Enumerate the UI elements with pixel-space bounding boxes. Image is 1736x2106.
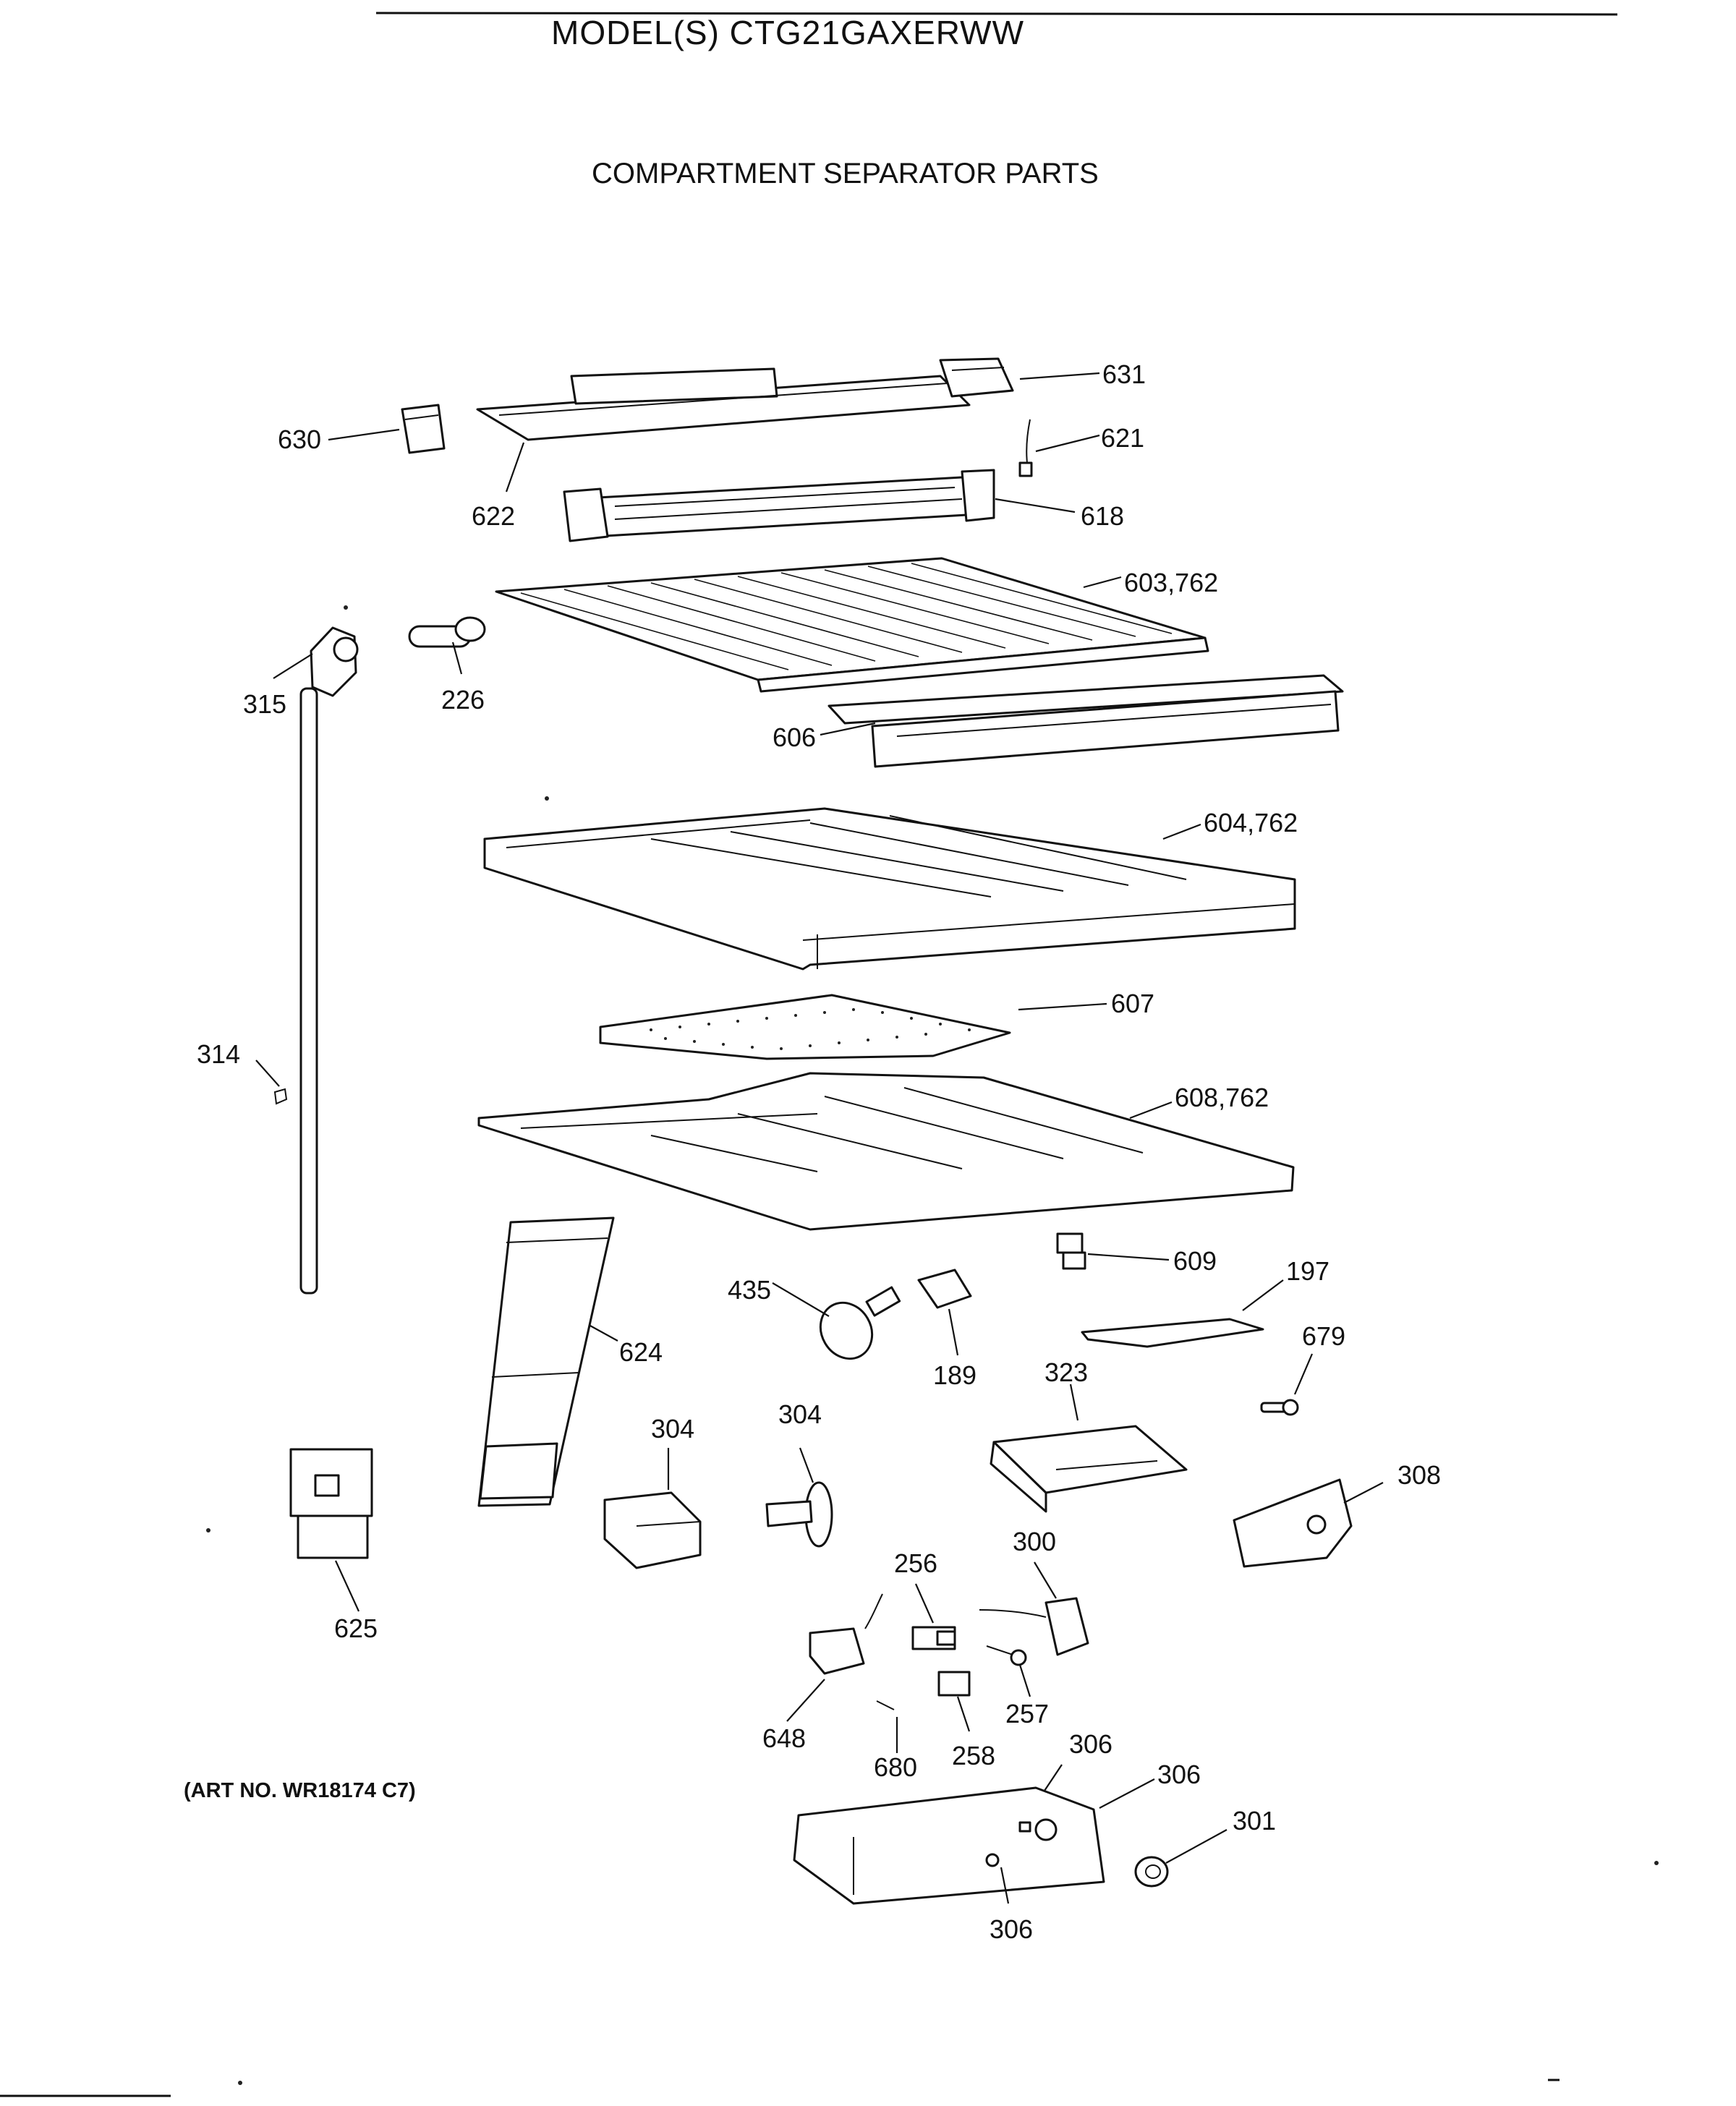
callout-308: 308 [1397,1460,1441,1490]
part-308-plate [1233,1478,1353,1568]
part-630-clip [401,404,446,454]
part-625-switch [289,1448,373,1559]
scan-speck [238,2081,242,2085]
part-304-knob [765,1481,833,1548]
callout-609: 609 [1173,1246,1217,1276]
part-680-screw [876,1700,895,1710]
callout-labels: 631 630 621 622 618 603,762 315 226 606 … [197,359,1441,1944]
part-618-bracket [563,469,995,542]
callout-323: 323 [1044,1357,1088,1387]
callout-603-762: 603,762 [1124,568,1218,597]
callout-306-top: 306 [1069,1729,1112,1759]
scan-speck [206,1528,210,1532]
callout-607: 607 [1111,989,1154,1018]
part-603-shelf [495,557,1209,693]
part-604-panel [483,807,1296,971]
part-258-button [937,1671,971,1697]
callout-301: 301 [1233,1806,1276,1836]
part-197-strip [1081,1318,1264,1348]
callout-258: 258 [952,1741,995,1770]
callout-314: 314 [197,1039,240,1069]
callout-625: 625 [334,1613,378,1643]
part-622-cover [476,367,971,441]
scan-speck [1654,1861,1659,1865]
callout-435: 435 [728,1275,771,1305]
callout-226: 226 [441,685,485,715]
callout-618: 618 [1081,501,1124,531]
callout-630: 630 [278,425,321,454]
part-679-screw [1260,1399,1299,1416]
model-title: MODEL(S) CTG21GAXERWW [551,14,1024,51]
callout-608-762: 608,762 [1175,1083,1269,1112]
callout-257: 257 [1005,1699,1049,1728]
section-title: COMPARTMENT SEPARATOR PARTS [592,158,1099,189]
part-631-block [939,357,1014,398]
callout-624: 624 [619,1337,663,1367]
part-300-thermostat [979,1597,1089,1656]
part-607-mesh [599,994,1011,1060]
part-256-switch [911,1626,956,1650]
scan-speck [545,796,549,801]
callout-304-housing: 304 [651,1414,694,1444]
part-624-bracket [477,1216,615,1507]
part-323-box [990,1425,1188,1513]
callout-604-762: 604,762 [1204,808,1298,837]
callout-680: 680 [874,1752,917,1782]
callout-631: 631 [1102,359,1146,389]
callout-306-bottom: 306 [990,1914,1033,1944]
top-rule [375,12,1618,16]
part-621-wire [1018,419,1033,477]
callout-622: 622 [472,501,515,531]
part-257-screw [986,1645,1027,1666]
part-304-housing [603,1491,702,1569]
part-435-bulb [819,1286,901,1360]
leader-lines [255,372,1384,1904]
callout-189: 189 [933,1360,977,1390]
part-226-pin [408,616,486,648]
callout-679: 679 [1302,1321,1345,1351]
callout-648: 648 [762,1723,806,1753]
part-648-motor [809,1593,883,1675]
part-306-housing [793,1786,1105,1905]
callout-300: 300 [1013,1527,1056,1556]
scan-speck [344,605,348,610]
part-608-tray [477,1072,1295,1231]
art-number: (ART NO. WR18174 C7) [184,1779,416,1802]
callout-256: 256 [894,1548,937,1578]
part-609-clip [1056,1232,1086,1270]
part-301-knob [1134,1856,1169,1888]
part-rod [273,687,318,1295]
callout-621: 621 [1101,423,1144,453]
callout-315: 315 [243,689,286,719]
callout-304-knob: 304 [778,1399,822,1429]
callout-606: 606 [773,722,816,752]
part-189-socket [917,1269,972,1309]
callout-306-right: 306 [1157,1760,1201,1789]
part-606-rail [827,674,1344,768]
callout-197: 197 [1286,1256,1329,1286]
part-315-hinge [310,626,359,697]
